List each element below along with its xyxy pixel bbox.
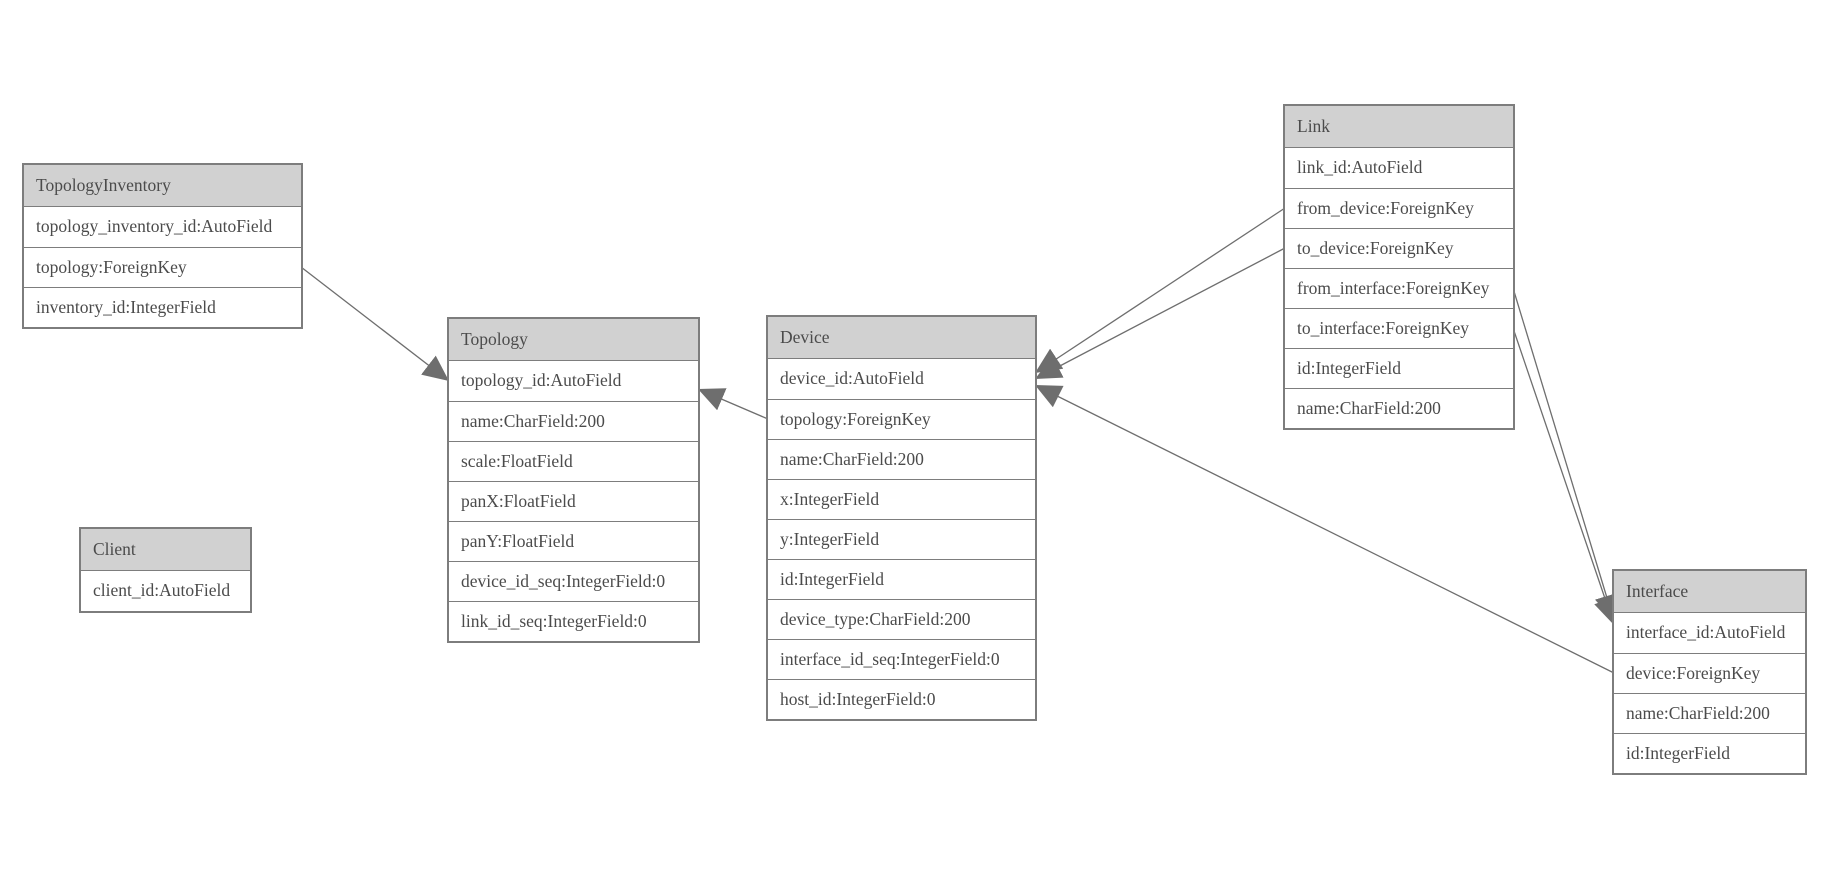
- field-row: device_id_seq:IntegerField:0: [449, 561, 698, 601]
- relationship-edge: [1512, 327, 1617, 626]
- field-row: device:ForeignKey: [1614, 653, 1805, 693]
- field-row: id:IntegerField: [768, 559, 1035, 599]
- field-row: panX:FloatField: [449, 481, 698, 521]
- field-row: topology:ForeignKey: [768, 399, 1035, 439]
- field-row: to_device:ForeignKey: [1285, 228, 1513, 268]
- relationship-edge: [1034, 247, 1286, 380]
- field-row: x:IntegerField: [768, 479, 1035, 519]
- field-row: y:IntegerField: [768, 519, 1035, 559]
- entity-title: Link: [1285, 106, 1513, 148]
- relationship-edge: [300, 266, 450, 382]
- field-row: topology_id:AutoField: [449, 361, 698, 401]
- field-row: panY:FloatField: [449, 521, 698, 561]
- field-row: inventory_id:IntegerField: [24, 287, 301, 327]
- field-row: from_device:ForeignKey: [1285, 188, 1513, 228]
- entity-title: Interface: [1614, 571, 1805, 613]
- relationship-edge: [1034, 207, 1286, 374]
- field-row: to_interface:ForeignKey: [1285, 308, 1513, 348]
- field-row: topology:ForeignKey: [24, 247, 301, 287]
- field-row: from_interface:ForeignKey: [1285, 268, 1513, 308]
- field-row: id:IntegerField: [1285, 348, 1513, 388]
- entity-title: Topology: [449, 319, 698, 361]
- field-row: host_id:IntegerField:0: [768, 679, 1035, 719]
- field-row: name:CharField:200: [1614, 693, 1805, 733]
- field-row: interface_id:AutoField: [1614, 613, 1805, 653]
- entity-title: Client: [81, 529, 250, 571]
- entity-field-list: client_id:AutoField: [81, 571, 250, 611]
- field-row: device_type:CharField:200: [768, 599, 1035, 639]
- field-row: scale:FloatField: [449, 441, 698, 481]
- field-row: interface_id_seq:IntegerField:0: [768, 639, 1035, 679]
- field-row: id:IntegerField: [1614, 733, 1805, 773]
- field-row: link_id:AutoField: [1285, 148, 1513, 188]
- field-row: topology_inventory_id:AutoField: [24, 207, 301, 247]
- field-row: name:CharField:200: [449, 401, 698, 441]
- field-row: device_id:AutoField: [768, 359, 1035, 399]
- field-row: name:CharField:200: [768, 439, 1035, 479]
- field-row: name:CharField:200: [1285, 388, 1513, 428]
- relationship-edge: [1512, 287, 1618, 622]
- entity-client: Client client_id:AutoField: [79, 527, 252, 613]
- field-row: client_id:AutoField: [81, 571, 250, 611]
- entity-title: TopologyInventory: [24, 165, 301, 207]
- field-row: link_id_seq:IntegerField:0: [449, 601, 698, 641]
- relationship-edge: [697, 388, 769, 420]
- entity-topology-inventory: TopologyInventory topology_inventory_id:…: [22, 163, 303, 329]
- entity-title: Device: [768, 317, 1035, 359]
